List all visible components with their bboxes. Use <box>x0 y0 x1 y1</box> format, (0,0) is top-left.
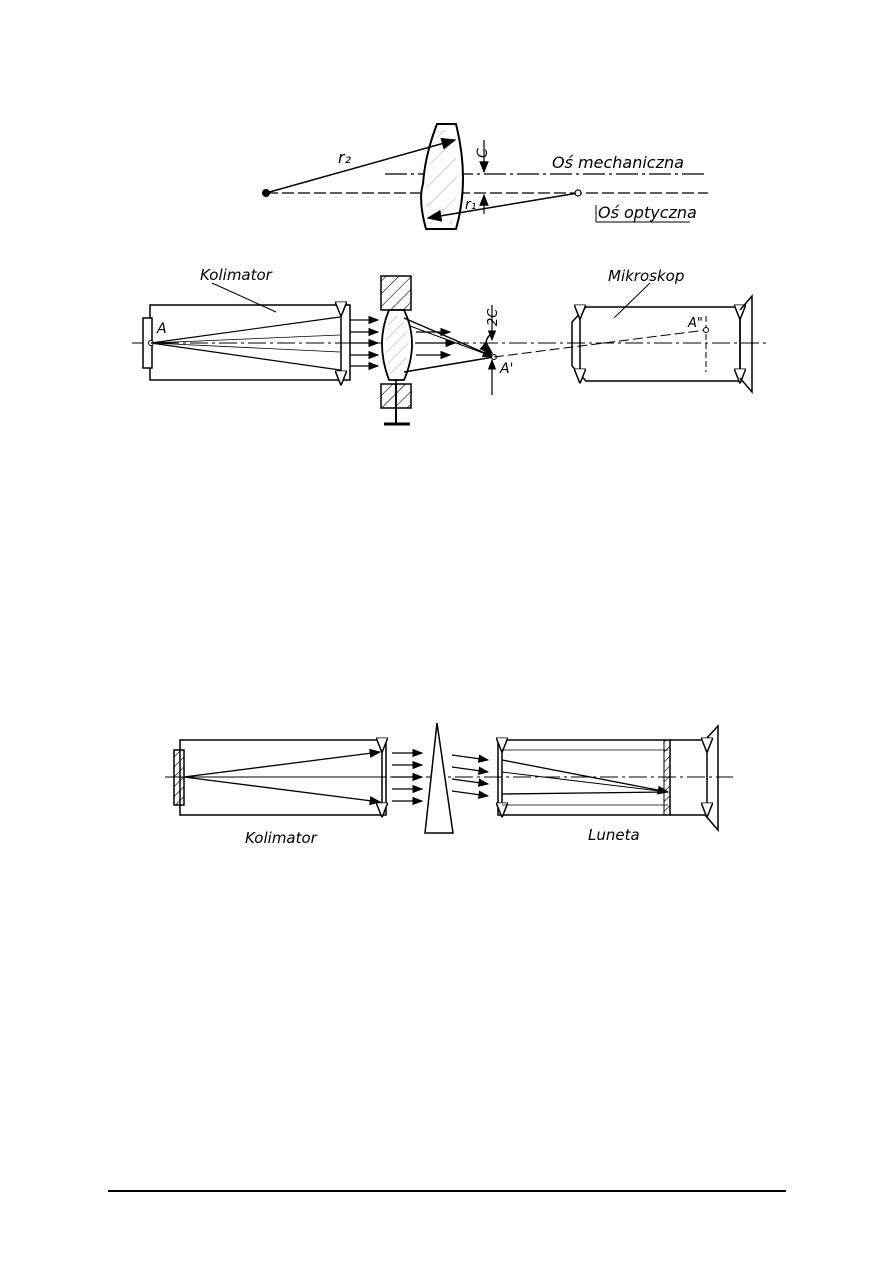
label-c: C <box>475 148 491 158</box>
label-collimator-3: Kolimator <box>245 829 318 847</box>
label-microscope: Mikroskop <box>608 267 684 285</box>
label-collimator: Kolimator <box>200 266 273 284</box>
label-mechanical-axis: Oś mechaniczna <box>552 153 684 172</box>
label-r1: r₁ <box>465 197 476 213</box>
footer-rule <box>108 1190 786 1192</box>
label-telescope: Luneta <box>588 826 640 844</box>
label-optical-axis: Oś optyczna <box>598 203 697 222</box>
collimator-telescope-diagram: Kolimator Luneta <box>165 722 733 847</box>
label-point-a1: A' <box>499 361 513 377</box>
lens-holder-top <box>380 275 412 311</box>
radius-r1-line <box>426 192 579 222</box>
optical-center-point <box>574 189 582 197</box>
collimator-microscope-diagram: Kolimator Mikroskop A 2C A' A" <box>132 266 766 426</box>
parallel-beam-3 <box>392 748 424 806</box>
radius-r2-line <box>265 137 457 194</box>
wedge-prism <box>424 722 454 834</box>
label-r2: r₂ <box>338 148 352 167</box>
collimator-reticle-3 <box>173 749 185 806</box>
telescope-reticle <box>663 739 671 816</box>
label-point-a: A <box>156 321 167 337</box>
label-2c: 2C <box>486 308 501 326</box>
lens-axes-diagram: r₂ r₁ C Oś mechaniczna Oś optyczna <box>262 123 708 230</box>
label-point-a2: A" <box>687 316 703 331</box>
parallel-beam <box>350 315 380 371</box>
